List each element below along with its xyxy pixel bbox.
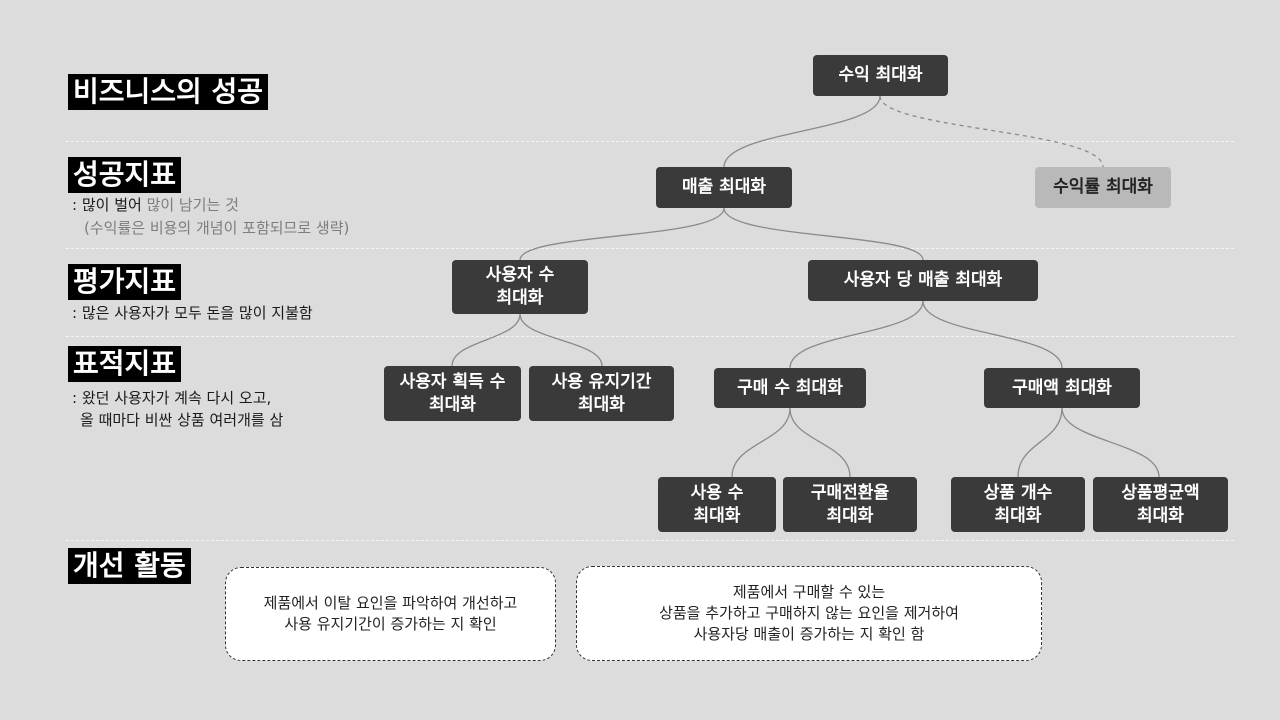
evaluation-description: : 많은 사용자가 모두 돈을 많이 지불함 — [72, 304, 313, 322]
node-profit-max: 수익 최대화 — [813, 55, 948, 96]
link-profit-margin — [879, 95, 1104, 168]
node-acquisition-max-line2: 최대화 — [429, 394, 476, 415]
node-users-max: 사용자 수 최대화 — [452, 260, 588, 314]
node-margin-max: 수익률 최대화 — [1035, 167, 1171, 208]
activity-right-line1: 제품에서 구매할 수 있는 — [732, 583, 886, 601]
node-usage-count-max-line1: 사용 수 — [690, 482, 744, 503]
node-retention-max: 사용 유지기간 최대화 — [529, 366, 674, 421]
node-product-count-max: 상품 개수 최대화 — [951, 477, 1085, 532]
kpi-description-muted: 많이 남기는 것 — [146, 196, 239, 214]
target-description-line1: : 왔던 사용자가 계속 다시 오고, — [72, 389, 272, 407]
kpi-description-line2: (수익률은 비용의 개념이 포함되므로 생략) — [84, 219, 350, 237]
node-avg-price-max: 상품평균액 최대화 — [1093, 477, 1228, 532]
node-acquisition-max-line1: 사용자 획득 수 — [399, 371, 506, 392]
node-profit-max-line1: 수익 최대화 — [838, 65, 923, 85]
activity-right-line3: 사용자당 매출이 증가하는 지 확인 함 — [693, 625, 925, 643]
kpi-description-strong: : 많이 벌어 — [72, 196, 147, 214]
node-margin-max-line1: 수익률 최대화 — [1053, 177, 1153, 197]
section-title-evaluation: 평가지표 — [68, 264, 182, 300]
node-usage-count-max: 사용 수 최대화 — [658, 477, 776, 532]
node-avg-price-max-line1: 상품평균액 — [1121, 482, 1200, 503]
link-revenue-arpu — [723, 207, 924, 261]
activity-retention-improvement: 제품에서 이탈 요인을 파악하여 개선하고 사용 유지기간이 증가하는 지 확인 — [225, 567, 556, 661]
link-users-retention — [519, 313, 603, 367]
node-arpu-max-line1: 사용자 당 매출 최대화 — [843, 270, 1003, 290]
section-title-success: 비즈니스의 성공 — [68, 74, 269, 110]
node-acquisition-max: 사용자 획득 수 최대화 — [384, 366, 521, 421]
node-conversion-max: 구매전환율 최대화 — [783, 477, 917, 532]
activity-left-line2: 사용 유지기간이 증가하는 지 확인 — [284, 615, 497, 633]
link-arpu-purchaseamount — [922, 300, 1063, 369]
node-purchase-amount-max: 구매액 최대화 — [984, 368, 1140, 408]
divider-2 — [66, 248, 1234, 249]
node-users-max-line1: 사용자 수 — [485, 265, 555, 285]
node-product-count-max-line1: 상품 개수 — [983, 482, 1053, 503]
node-arpu-max: 사용자 당 매출 최대화 — [808, 260, 1038, 301]
node-conversion-max-line1: 구매전환율 — [810, 482, 890, 503]
node-usage-count-max-line2: 최대화 — [693, 505, 741, 526]
node-retention-max-line2: 최대화 — [578, 394, 625, 415]
divider-4 — [66, 540, 1234, 541]
divider-3 — [66, 336, 1234, 337]
link-arpu-purchasecount — [789, 300, 924, 369]
section-title-target: 표적지표 — [68, 346, 182, 382]
activity-right-line2: 상품을 추가하고 구매하지 않는 요인을 제거하여 — [659, 604, 959, 622]
node-retention-max-line1: 사용 유지기간 — [551, 371, 652, 392]
link-purchasecount-usage — [731, 407, 791, 478]
link-purchasecount-conversion — [789, 407, 851, 478]
link-profit-revenue — [723, 95, 881, 168]
node-revenue-max-line1: 매출 최대화 — [681, 177, 767, 197]
activity-arpu-improvement: 제품에서 구매할 수 있는 상품을 추가하고 구매하지 않는 요인을 제거하여 … — [576, 566, 1042, 661]
link-revenue-users — [519, 207, 725, 261]
section-title-improvement: 개선 활동 — [68, 548, 191, 584]
activity-left-line1: 제품에서 이탈 요인을 파악하여 개선하고 — [263, 594, 518, 612]
kpi-description-line1: : 많이 벌어 많이 남기는 것 — [72, 195, 239, 216]
node-users-max-line2: 최대화 — [496, 288, 544, 308]
section-title-kpi: 성공지표 — [68, 157, 182, 193]
node-purchase-amount-max-line1: 구매액 최대화 — [1012, 377, 1112, 398]
link-users-acquisition — [451, 313, 521, 367]
link-purchaseamount-productcount — [1017, 407, 1063, 478]
node-conversion-max-line2: 최대화 — [826, 505, 874, 526]
node-purchase-count-max: 구매 수 최대화 — [714, 368, 866, 408]
node-product-count-max-line2: 최대화 — [994, 505, 1042, 526]
link-purchaseamount-avgprice — [1061, 407, 1160, 478]
node-avg-price-max-line2: 최대화 — [1137, 505, 1184, 526]
node-purchase-count-max-line1: 구매 수 최대화 — [737, 377, 843, 398]
node-revenue-max: 매출 최대화 — [656, 167, 792, 208]
divider-1 — [66, 141, 1234, 142]
target-description-line2: 올 때마다 비싼 상품 여러개를 삼 — [80, 411, 284, 429]
